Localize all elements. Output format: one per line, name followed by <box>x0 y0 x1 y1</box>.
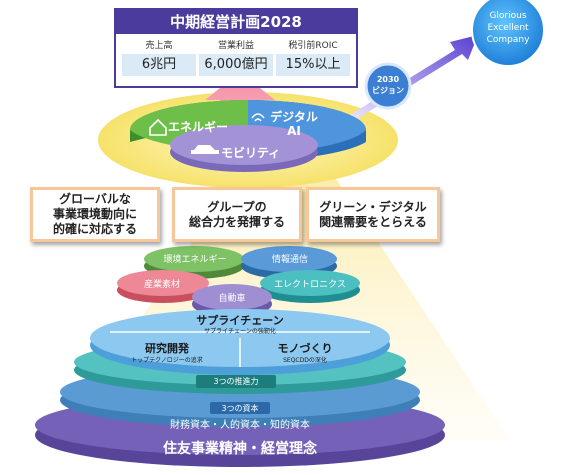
drivers-label-bar <box>196 375 276 388</box>
metric-value: 6兆円 <box>122 54 196 76</box>
car-icon <box>191 145 219 154</box>
vision-badge <box>364 62 412 110</box>
goal-text: Glorious Excellent Company <box>486 11 530 45</box>
automotive-disc <box>192 284 272 310</box>
strategy-box-global: グローバルな 事業環境動向に 的確に対応する <box>30 187 160 242</box>
info-comm-disc <box>241 246 337 272</box>
strategy-box-group: グループの 総合力を発揮する <box>172 187 302 242</box>
metric-label: 売上高 <box>145 41 173 51</box>
plan-title: 中期経営計画2028 <box>116 10 356 34</box>
metric-label: 税引前ROIC <box>288 41 338 51</box>
vision-badge-text: 2030 ビジョン <box>372 75 404 95</box>
metric-label: 営業利益 <box>217 41 254 51</box>
rnd-label: 研究開発 <box>145 342 189 355</box>
capitals-label: 3つの資本 <box>221 404 259 413</box>
monozukuri-sub: SEQCDDの深化 <box>283 357 327 364</box>
vision-arrow <box>345 35 478 122</box>
rnd-sub: トップテクノロジーの追求 <box>131 357 203 364</box>
plan-box: 中期経営計画2028 売上高 6兆円 営業利益 6,000億円 税引前ROIC … <box>114 8 358 88</box>
mobility-label: モビリティ <box>221 146 281 160</box>
mobility-segment <box>170 125 318 165</box>
env-energy-disc <box>144 246 244 272</box>
electronics-label: エレクトロニクス <box>274 280 346 290</box>
digital-label: デジタル AI <box>270 110 318 138</box>
capitals-label-bar <box>210 402 270 414</box>
materials-label: 産業素材 <box>143 280 180 290</box>
metric-value: 15%以上 <box>276 54 350 76</box>
signal-icon <box>251 113 265 122</box>
energy-label: エネルギー <box>168 120 229 134</box>
metric-operating-profit: 営業利益 6,000億円 <box>199 38 273 76</box>
plan-metrics: 売上高 6兆円 営業利益 6,000億円 税引前ROIC 15%以上 <box>116 34 356 76</box>
materials-disc <box>117 270 209 296</box>
goal-circle <box>471 0 545 67</box>
monozukuri-label: モノづくり <box>277 342 333 355</box>
foundation-label: 住友事業精神・経営理念 <box>163 441 317 457</box>
capitals-list: 財務資本・人的資本・知的資本 <box>170 420 310 431</box>
electronics-disc <box>260 270 360 296</box>
strategy-box-green-digital: グリーン・デジタル 関連需要をとらえる <box>306 187 440 242</box>
metric-roic: 税引前ROIC 15%以上 <box>276 38 350 76</box>
automotive-label: 自動車 <box>218 294 246 304</box>
metric-revenue: 売上高 6兆円 <box>122 38 196 76</box>
supply-chain-label: サプライチェーン <box>196 314 284 327</box>
info-comm-label: 情報通信 <box>271 255 308 265</box>
house-icon <box>149 118 167 136</box>
supply-chain-sub: サプライチェーンの強靭化 <box>204 328 276 335</box>
metric-value: 6,000億円 <box>199 54 273 76</box>
env-energy-label: 環境エネルギー <box>163 255 227 265</box>
drivers-label: 3つの推進力 <box>213 377 259 386</box>
